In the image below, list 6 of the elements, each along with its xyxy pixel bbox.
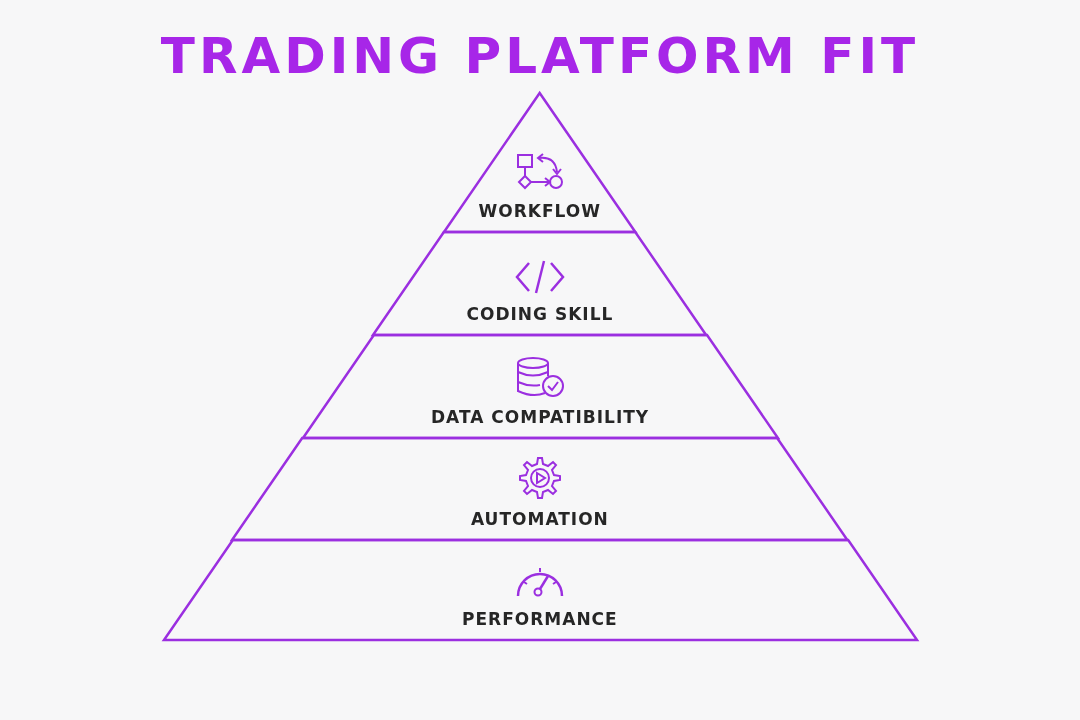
band-label: PERFORMANCE [462, 609, 618, 629]
band-label: CODING SKILL [466, 304, 614, 324]
band-label: WORKFLOW [478, 201, 601, 221]
band-label: AUTOMATION [471, 509, 609, 529]
title: TRADING PLATFORM FIT [159, 26, 921, 86]
band-label: DATA COMPATIBILITY [431, 407, 650, 427]
